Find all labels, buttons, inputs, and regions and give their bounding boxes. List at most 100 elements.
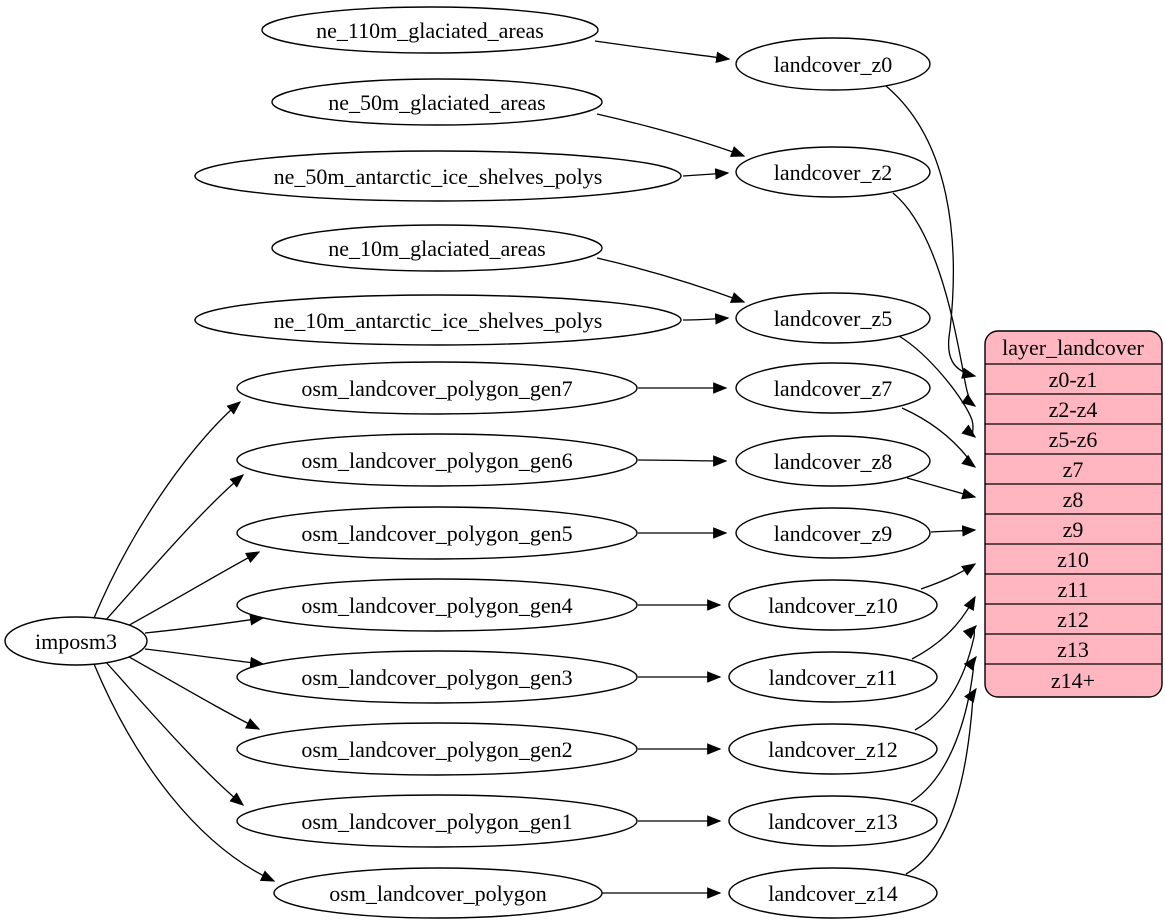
landcover-z14-shape xyxy=(728,867,938,919)
edge-landcover-z12-to-row-z12 xyxy=(914,624,978,731)
edge-imposm3-to-gen2 xyxy=(123,653,261,730)
edge-ne10m-antarctic-to-landcover-z5 xyxy=(682,313,730,325)
node-landcover-z8: landcover_z8 xyxy=(735,435,931,487)
landcover-z12-label: landcover_z12 xyxy=(768,737,898,762)
osm-landcover-polygon-gen1-label: osm_landcover_polygon_gen1 xyxy=(301,809,572,834)
node-landcover-z12: landcover_z12 xyxy=(728,723,938,775)
landcover-z9-shape xyxy=(735,507,931,559)
edge-ne50m-antarctic-to-landcover-z2 xyxy=(682,168,730,180)
edge-landcover-z9-to-row-z9 xyxy=(930,525,977,537)
landcover-z8-shape xyxy=(735,435,931,487)
edge-imposm3-to-gen4 xyxy=(144,614,265,634)
node-osm-landcover-polygon-gen6: osm_landcover_polygon_gen6 xyxy=(236,433,638,487)
edge-ne10m-glaciated-to-landcover-z5 xyxy=(596,257,746,303)
osm-landcover-polygon-shape xyxy=(273,867,603,919)
osm-landcover-polygon-gen5-label: osm_landcover_polygon_gen5 xyxy=(301,521,572,546)
record-node-layer-landcover: layer_landcover z0-z1 z2-z4 z5-z6 z7 z8 … xyxy=(984,330,1163,698)
osm-landcover-polygon-gen6-shape xyxy=(236,433,638,487)
landcover-z0-label: landcover_z0 xyxy=(774,52,893,77)
osm-landcover-polygon-gen3-shape xyxy=(236,650,638,704)
landcover-z5-shape xyxy=(735,292,931,344)
ne-50m-antarctic-ice-shelves-polys-label: ne_50m_antarctic_ice_shelves_polys xyxy=(274,164,603,189)
landcover-z11-shape xyxy=(728,651,938,703)
landcover-z13-shape xyxy=(728,795,938,847)
landcover-z7-shape xyxy=(735,362,931,414)
table-row-z8: z8 xyxy=(1063,487,1084,512)
table-row-z9: z9 xyxy=(1063,517,1084,542)
edge-imposm3-to-gen5 xyxy=(123,551,261,629)
osm-landcover-polygon-gen7-label: osm_landcover_polygon_gen7 xyxy=(301,376,572,401)
osm-landcover-polygon-gen7-shape xyxy=(236,361,638,415)
ne-10m-glaciated-areas-label: ne_10m_glaciated_areas xyxy=(328,236,545,261)
ne-50m-glaciated-areas-label: ne_50m_glaciated_areas xyxy=(328,90,545,115)
node-landcover-z11: landcover_z11 xyxy=(728,651,938,703)
table-row-z13: z13 xyxy=(1057,637,1089,662)
landcover-z5-label: landcover_z5 xyxy=(774,306,893,331)
landcover-z9-label: landcover_z9 xyxy=(774,521,893,546)
osm-landcover-polygon-gen2-shape xyxy=(236,722,638,776)
node-landcover-z9: landcover_z9 xyxy=(735,507,931,559)
osm-landcover-polygon-gen5-shape xyxy=(236,506,638,560)
landcover-z14-label: landcover_z14 xyxy=(768,881,898,906)
node-landcover-z10: landcover_z10 xyxy=(728,579,938,631)
edge-gen6-to-landcover-z8 xyxy=(637,455,728,467)
landcover-z13-label: landcover_z13 xyxy=(768,809,898,834)
table-row-z10: z10 xyxy=(1057,547,1089,572)
edge-landcover-z10-to-row-z10 xyxy=(920,563,977,590)
node-osm-landcover-polygon-gen1: osm_landcover_polygon_gen1 xyxy=(236,794,638,848)
ne-50m-glaciated-areas-shape xyxy=(271,78,603,126)
node-osm-landcover-polygon-gen7: osm_landcover_polygon_gen7 xyxy=(236,361,638,415)
node-landcover-z5: landcover_z5 xyxy=(735,292,931,344)
node-landcover-z0: landcover_z0 xyxy=(735,37,931,91)
ne-10m-glaciated-areas-shape xyxy=(271,224,603,272)
table-row-z14plus: z14+ xyxy=(1051,668,1095,693)
edge-landcover-z7-to-row-z7 xyxy=(901,407,977,468)
edge-imposm3-to-gen3 xyxy=(144,648,265,669)
edge-ne110m-to-landcover-z0 xyxy=(594,40,731,63)
landcover-z10-label: landcover_z10 xyxy=(768,593,898,618)
osm-landcover-polygon-label: osm_landcover_polygon xyxy=(329,881,547,906)
osm-landcover-polygon-gen2-label: osm_landcover_polygon_gen2 xyxy=(301,737,572,762)
landcover-z10-shape xyxy=(728,579,938,631)
table-row-z7: z7 xyxy=(1063,457,1084,482)
ne-10m-antarctic-ice-shelves-polys-shape xyxy=(194,294,682,346)
landcover-z2-shape xyxy=(735,146,931,198)
ne-10m-antarctic-ice-shelves-polys-label: ne_10m_antarctic_ice_shelves_polys xyxy=(274,308,603,333)
table-row-z2-z4: z2-z4 xyxy=(1049,397,1098,422)
node-ne-50m-antarctic-ice-shelves-polys: ne_50m_antarctic_ice_shelves_polys xyxy=(194,150,682,202)
landcover-z7-label: landcover_z7 xyxy=(774,376,893,401)
table-row-z12: z12 xyxy=(1057,607,1089,632)
node-landcover-z2: landcover_z2 xyxy=(735,146,931,198)
table-row-z5-z6: z5-z6 xyxy=(1049,427,1098,452)
landcover-z8-label: landcover_z8 xyxy=(774,449,893,474)
edge-landcover-z13-to-row-z13 xyxy=(910,655,977,803)
osm-landcover-polygon-gen1-shape xyxy=(236,794,638,848)
osm-landcover-polygon-gen3-label: osm_landcover_polygon_gen3 xyxy=(301,665,572,690)
node-osm-landcover-polygon: osm_landcover_polygon xyxy=(273,867,603,919)
edge-imposm3-to-polygon xyxy=(93,663,276,882)
node-ne-110m-glaciated-areas: ne_110m_glaciated_areas xyxy=(261,6,599,54)
node-ne-50m-glaciated-areas: ne_50m_glaciated_areas xyxy=(271,78,603,126)
osm-landcover-polygon-gen6-label: osm_landcover_polygon_gen6 xyxy=(301,448,572,473)
edge-landcover-z8-to-row-z8 xyxy=(906,477,977,500)
edge-imposm3-to-gen6 xyxy=(104,474,245,622)
node-landcover-z7: landcover_z7 xyxy=(735,362,931,414)
ne-50m-antarctic-ice-shelves-polys-shape xyxy=(194,150,682,202)
edge-landcover-z2-to-row-z2-z4 xyxy=(892,192,977,407)
edge-landcover-z11-to-row-z11 xyxy=(911,595,976,660)
node-osm-landcover-polygon-gen4: osm_landcover_polygon_gen4 xyxy=(236,578,638,632)
node-ne-10m-antarctic-ice-shelves-polys: ne_10m_antarctic_ice_shelves_polys xyxy=(194,294,682,346)
edge-imposm3-to-gen1 xyxy=(104,660,245,806)
edge-imposm3-to-gen7 xyxy=(93,401,242,619)
osm-landcover-polygon-gen4-label: osm_landcover_polygon_gen4 xyxy=(301,593,572,618)
edge-landcover-z0-to-row-z0-z1 xyxy=(885,85,977,379)
edge-layer xyxy=(93,40,978,899)
osm-landcover-polygon-gen4-shape xyxy=(236,578,638,632)
node-imposm3: imposm3 xyxy=(4,616,148,666)
landcover-z0-shape xyxy=(735,37,931,91)
node-landcover-z13: landcover_z13 xyxy=(728,795,938,847)
edge-landcover-z14-to-row-z14 xyxy=(905,687,977,875)
node-landcover-z14: landcover_z14 xyxy=(728,867,938,919)
